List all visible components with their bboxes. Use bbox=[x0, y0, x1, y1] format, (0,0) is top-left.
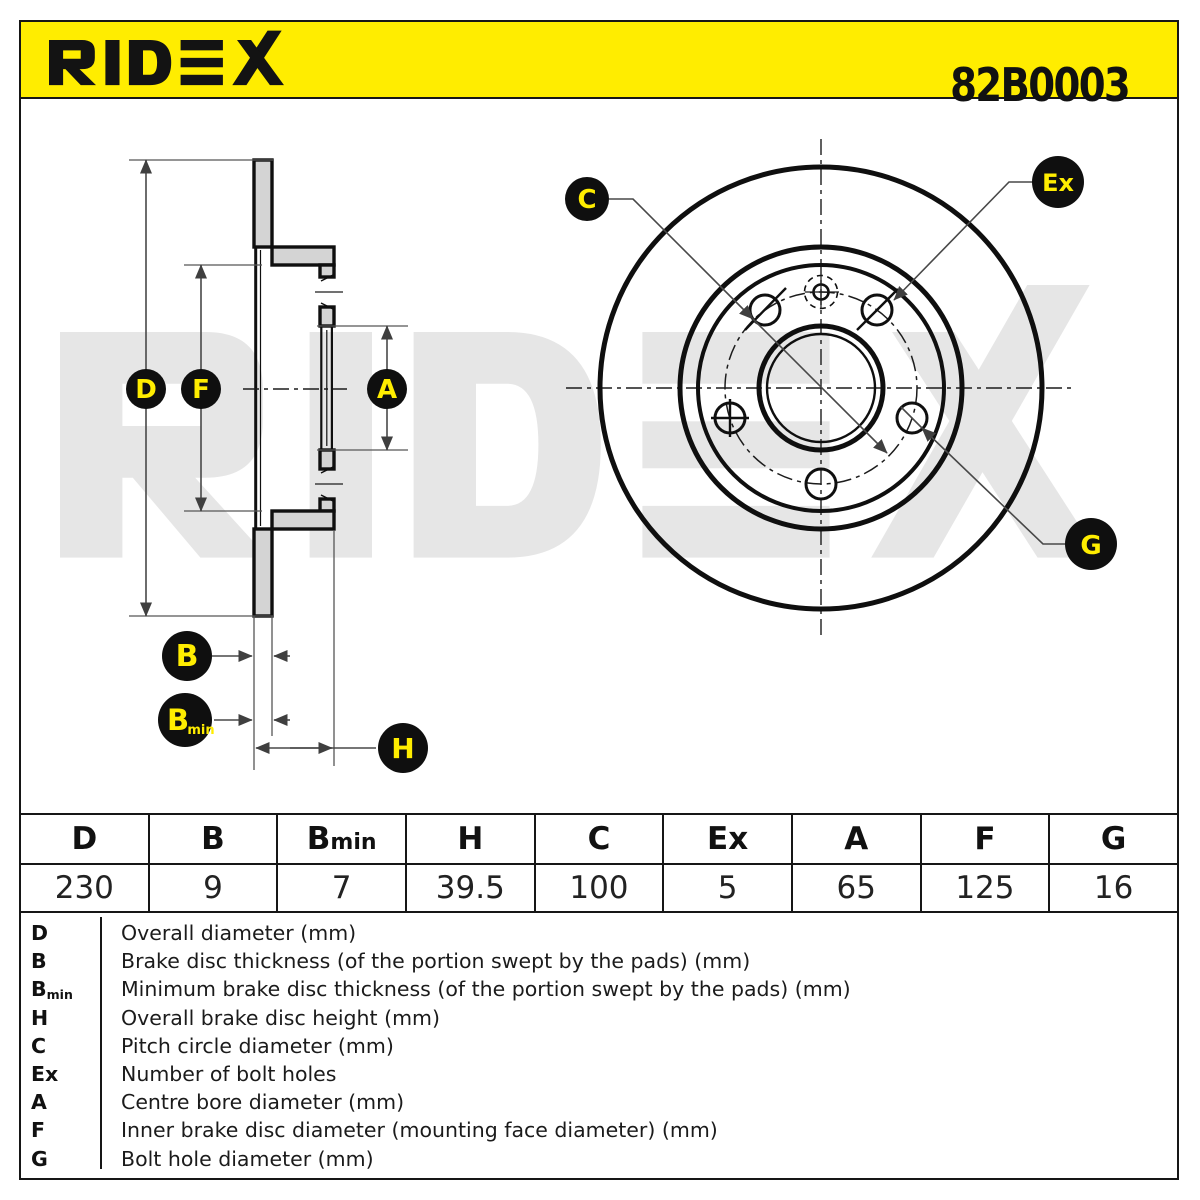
hat-rim-top-b bbox=[318, 305, 336, 328]
header-bar: 82B0003 bbox=[19, 20, 1179, 112]
legend-divider bbox=[100, 917, 102, 1169]
table-value-row: 230 9 7 39.5 100 5 65 125 16 bbox=[19, 863, 1179, 913]
badge-C: C bbox=[565, 177, 609, 221]
value-Bmin: 7 bbox=[276, 863, 407, 913]
svg-text:H: H bbox=[391, 732, 414, 765]
col-header-A: A bbox=[790, 813, 922, 865]
col-header-H: H bbox=[404, 813, 536, 865]
legend-row-A: A Centre bore diameter (mm) bbox=[31, 1090, 405, 1115]
ridex-watermark bbox=[60, 285, 1100, 558]
col-header-C: C bbox=[533, 813, 665, 865]
legend-row-H: H Overall brake disc height (mm) bbox=[31, 1005, 441, 1030]
value-D: 230 bbox=[19, 863, 150, 913]
leader-line-Ex bbox=[893, 181, 1033, 301]
table-header-row: D B Bmin H C Ex A F G bbox=[19, 813, 1179, 865]
legend-row-B: B Brake disc thickness (of the portion s… bbox=[31, 949, 751, 974]
col-header-G: G bbox=[1048, 813, 1179, 865]
dimension-badges: D F A B B min H bbox=[126, 156, 1117, 773]
dimension-spec-table: D B Bmin H C Ex A F G 230 9 7 39.5 100 5… bbox=[19, 813, 1179, 913]
badge-B: B bbox=[162, 631, 212, 681]
hat-rim-top-a bbox=[318, 263, 336, 279]
mounting-face-circle bbox=[696, 263, 946, 513]
value-A: 65 bbox=[790, 863, 922, 913]
value-Ex: 5 bbox=[662, 863, 793, 913]
col-header-Ex: Ex bbox=[662, 813, 793, 865]
bolt-hole bbox=[895, 401, 929, 435]
hat-rim-bottom-a bbox=[318, 448, 336, 471]
value-F: 125 bbox=[919, 863, 1051, 913]
legend-row-Ex: Ex Number of bolt holes bbox=[31, 1061, 337, 1086]
svg-text:min: min bbox=[187, 723, 214, 738]
badge-Ex: Ex bbox=[1032, 156, 1084, 208]
svg-text:F: F bbox=[192, 375, 210, 405]
legend-row-Bmin: Bmin Minimum brake disc thickness (of th… bbox=[31, 977, 851, 1003]
badge-D: D bbox=[126, 369, 166, 409]
disc-ring-bottom-section bbox=[252, 527, 274, 618]
col-header-B: B bbox=[147, 813, 279, 865]
badge-A: A bbox=[367, 369, 407, 409]
value-G: 16 bbox=[1048, 863, 1179, 913]
svg-text:Ex: Ex bbox=[1042, 169, 1074, 197]
value-B: 9 bbox=[147, 863, 279, 913]
centre-bore-chamfer-circle bbox=[765, 332, 877, 444]
legend-row-G: G Bolt hole diameter (mm) bbox=[31, 1146, 374, 1171]
legend-row-C: C Pitch circle diameter (mm) bbox=[31, 1033, 394, 1058]
outer-diameter-circle bbox=[597, 164, 1045, 612]
value-C: 100 bbox=[533, 863, 665, 913]
svg-text:C: C bbox=[577, 185, 596, 215]
leader-line-G bbox=[921, 427, 1066, 545]
part-number: 82B0003 bbox=[949, 58, 1131, 112]
badge-F: F bbox=[181, 369, 221, 409]
svg-text:D: D bbox=[135, 375, 157, 405]
col-header-F: F bbox=[919, 813, 1051, 865]
svg-text:B: B bbox=[176, 639, 199, 674]
leader-line-C bbox=[609, 198, 754, 320]
legend-row-D: D Overall diameter (mm) bbox=[31, 921, 357, 945]
pad-area-inner-circle bbox=[677, 244, 965, 532]
badge-Bmin: B min bbox=[158, 693, 215, 747]
bolt-hole bbox=[804, 467, 838, 501]
svg-text:G: G bbox=[1080, 531, 1101, 561]
col-header-D: D bbox=[19, 813, 150, 865]
cross-section-view bbox=[129, 158, 408, 770]
badge-G: G bbox=[1065, 518, 1117, 570]
ridex-logo bbox=[49, 30, 284, 86]
legend-row-F: F Inner brake disc diameter (mounting fa… bbox=[31, 1118, 718, 1143]
col-header-Bmin: Bmin bbox=[276, 813, 407, 865]
svg-text:B: B bbox=[167, 703, 189, 737]
value-H: 39.5 bbox=[404, 863, 536, 913]
dimension-legend: D Overall diameter (mm) B Brake disc thi… bbox=[19, 910, 1179, 1182]
bolt-hole bbox=[860, 293, 894, 327]
hat-flange-bottom-section bbox=[270, 509, 336, 531]
badge-H: H bbox=[378, 723, 428, 773]
centre-bore-circle bbox=[756, 323, 886, 453]
front-view bbox=[566, 139, 1076, 640]
hat-flange-top-section bbox=[270, 245, 336, 267]
brake-disc-technical-drawing: D F A B B min H bbox=[60, 139, 1117, 773]
svg-text:A: A bbox=[377, 375, 397, 405]
disc-ring-top-section bbox=[252, 158, 274, 249]
locating-hole bbox=[803, 274, 839, 310]
